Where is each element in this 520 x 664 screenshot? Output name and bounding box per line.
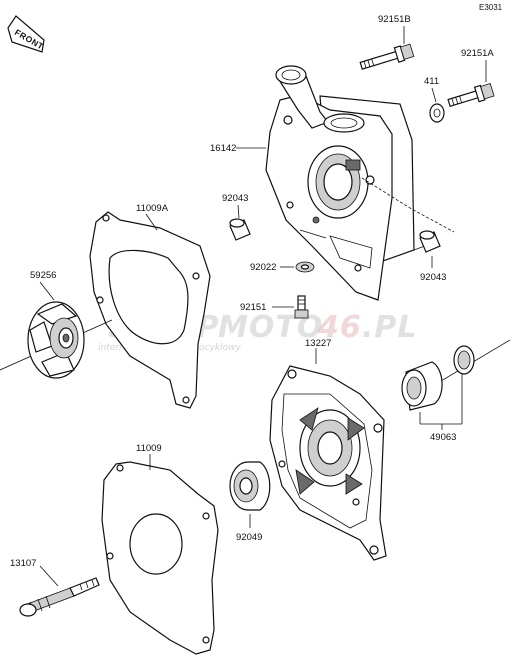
label-92043-left: 92043 xyxy=(222,193,248,204)
pump-housing-16142 xyxy=(265,65,455,301)
dowel-pin-92043-right xyxy=(419,230,441,253)
label-411: 411 xyxy=(424,76,439,87)
dowel-pin-92043-left xyxy=(229,218,251,241)
front-arrow-icon: FRONT xyxy=(7,15,46,53)
bolt-92151 xyxy=(294,295,309,319)
label-92022: 92022 xyxy=(250,262,276,273)
label-13227: 13227 xyxy=(305,338,331,349)
washer-411 xyxy=(429,103,445,123)
bolt-92151a xyxy=(447,83,495,108)
gasket-11009a xyxy=(89,211,211,409)
label-16142: 16142 xyxy=(210,143,236,154)
label-92049: 92049 xyxy=(236,532,262,543)
bearing-92049 xyxy=(229,461,271,511)
label-13107: 13107 xyxy=(10,558,36,569)
label-92151b: 92151B xyxy=(378,14,411,25)
label-92151a: 92151A xyxy=(461,48,494,59)
oil-seal-49063 xyxy=(401,339,511,411)
label-92043-right: 92043 xyxy=(420,272,446,283)
diagram-code: E3031 xyxy=(479,3,503,12)
pump-body-13227 xyxy=(269,365,387,561)
bolt-92151b xyxy=(359,43,415,70)
label-11009a: 11009A xyxy=(136,203,169,214)
impeller-59256 xyxy=(0,301,113,379)
gasket-11009 xyxy=(101,461,219,655)
shaft-13107 xyxy=(19,577,100,617)
watermark-brand-num: 46 xyxy=(317,310,362,345)
washer-92022 xyxy=(295,261,315,273)
label-59256: 59256 xyxy=(30,270,56,281)
watermark-brand-tld: .PL xyxy=(362,310,418,345)
label-49063: 49063 xyxy=(430,432,456,443)
label-11009: 11009 xyxy=(136,443,162,454)
label-92151: 92151 xyxy=(240,302,266,313)
